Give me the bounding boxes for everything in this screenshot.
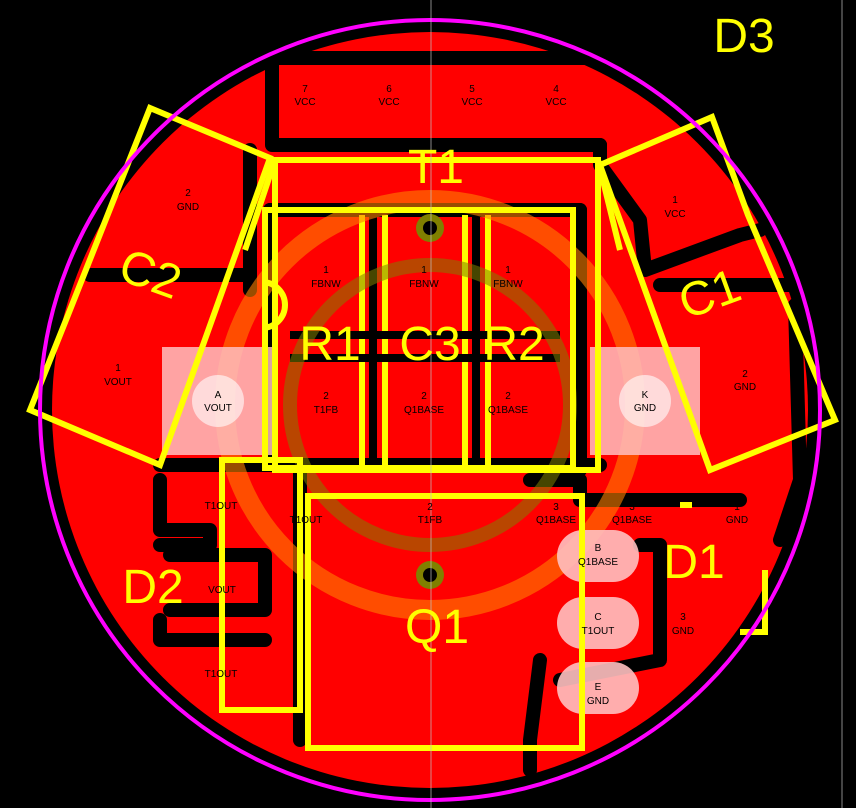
- pad-d1-k-net: GND: [634, 403, 656, 414]
- pad-q1-e-net: GND: [587, 696, 609, 707]
- pad-c2-p1-net: VOUT: [104, 377, 132, 388]
- pad-t1-p3a-num: 3: [553, 502, 559, 513]
- d2-outline: [219, 457, 303, 713]
- pad-t1-p6-num: 6: [386, 84, 392, 95]
- highlighted-pads: [162, 347, 700, 455]
- via-top-hole: [423, 221, 437, 235]
- pad-d2-a-num: A: [215, 390, 222, 401]
- trace-stripes: [359, 215, 491, 465]
- board-outline: [38, 18, 822, 802]
- pad-c1-p1-net: VCC: [664, 209, 685, 220]
- gap-left-bot: [153, 613, 272, 647]
- pad-q1-c[interactable]: [557, 597, 639, 649]
- t1-left-lead: [242, 159, 278, 251]
- designator-t1[interactable]: T1: [408, 141, 464, 194]
- pad-r2-p2-num: 2: [505, 391, 511, 402]
- pad-c3-p1-num: 1: [421, 265, 427, 276]
- pad-d1-p3-num: 3: [680, 612, 686, 623]
- pad-t1-p3b-net: Q1BASE: [612, 515, 652, 526]
- pad-c2-p2-num: 2: [185, 188, 191, 199]
- pad-t1-p2-net: T1FB: [418, 515, 443, 526]
- pad-r2-p2-net: Q1BASE: [488, 405, 528, 416]
- pad-t1-p7-num: 7: [302, 84, 308, 95]
- pad-t1-p1b-net: T1OUT: [290, 515, 323, 526]
- silkscreen: [26, 104, 839, 751]
- pad-r2-p1-num: 1: [505, 265, 511, 276]
- pad-t1-p7-net: VCC: [294, 97, 315, 108]
- pad-t1-p5-net: VCC: [461, 97, 482, 108]
- pad-c3-p1-net: FBNW: [409, 279, 439, 290]
- pad-q1-c-num: C: [594, 612, 601, 623]
- pad-labels: 7 VCC 6 VCC 5 VCC 4 VCC 2 GND 1 VOUT 1 V…: [104, 84, 756, 707]
- pad-t1-p5-num: 5: [469, 84, 475, 95]
- pad-t1-p3b-num: 3: [629, 502, 635, 513]
- designator-q1[interactable]: Q1: [405, 601, 469, 654]
- q1-pads: [557, 530, 639, 714]
- designator-c3[interactable]: C3: [399, 318, 460, 371]
- pad-t1-p1a-net: T1OUT: [205, 501, 238, 512]
- gap-left-mid: [163, 548, 272, 617]
- pad-r1-p1-net: FBNW: [311, 279, 341, 290]
- gap-left-lower: [153, 473, 217, 552]
- c2-outline: [26, 104, 274, 469]
- pad-t1-p4-net: VCC: [545, 97, 566, 108]
- gap-q1-right: [523, 653, 547, 777]
- r1-pin1-marker: [261, 279, 288, 331]
- guide-lines: [430, 0, 843, 808]
- pad-q1-b-num: B: [595, 543, 602, 554]
- pad-d2-t1out-net: T1OUT: [205, 669, 238, 680]
- pad-d1-p3-net: GND: [672, 626, 694, 637]
- r1c3r2-outline: [262, 207, 576, 471]
- pad-c2-p1-num: 1: [115, 363, 121, 374]
- pad-d2-a-net: VOUT: [204, 403, 232, 414]
- pad-c2-p2-net: GND: [177, 202, 199, 213]
- designator-r1[interactable]: R1: [299, 318, 360, 371]
- pad-d2-a-hole: [192, 375, 244, 427]
- trace-gaps: [290, 215, 560, 465]
- pad-t1-p4-num: 4: [553, 84, 559, 95]
- c1-outline: [596, 112, 839, 474]
- pad-q1-e-num: E: [595, 682, 602, 693]
- pad-t1-p2-num: 2: [427, 502, 433, 513]
- pad-c3-p2-num: 2: [421, 391, 427, 402]
- via-bottom-hole: [423, 568, 437, 582]
- pad-t1-p6-net: VCC: [378, 97, 399, 108]
- q1-outline: [305, 493, 585, 751]
- pad-r1-p2-net: T1FB: [314, 405, 339, 416]
- pad-q1-b-net: Q1BASE: [578, 557, 618, 568]
- designator-d1[interactable]: D1: [663, 536, 724, 589]
- pad-r1-p2-num: 2: [323, 391, 329, 402]
- vias: [416, 214, 444, 589]
- pad-d2-vout-net: VOUT: [208, 585, 236, 596]
- designator-d2[interactable]: D2: [122, 561, 183, 614]
- pad-c1-p2-num: 2: [742, 369, 748, 380]
- pad-c1-p1-num: 1: [672, 195, 678, 206]
- designator-r2[interactable]: R2: [483, 318, 544, 371]
- pad-q1-c-net: T1OUT: [582, 626, 615, 637]
- pad-c3-p2-net: Q1BASE: [404, 405, 444, 416]
- pad-t1-p3a-net: Q1BASE: [536, 515, 576, 526]
- pad-d3-p1-net: GND: [726, 515, 748, 526]
- pad-q1-e[interactable]: [557, 662, 639, 714]
- pad-r1-p1-num: 1: [323, 265, 329, 276]
- pad-d3-p1-num: 1: [734, 502, 740, 513]
- gap-right-lower: [773, 298, 807, 547]
- gap-top-left: [265, 51, 607, 152]
- pad-q1-b[interactable]: [557, 530, 639, 582]
- pad-c1-p2-net: GND: [734, 382, 756, 393]
- pad-d1-k-hole: [619, 375, 671, 427]
- designator-d3[interactable]: D3: [713, 10, 774, 63]
- pad-r2-p1-net: FBNW: [493, 279, 523, 290]
- pad-d1-k-num: K: [642, 390, 649, 401]
